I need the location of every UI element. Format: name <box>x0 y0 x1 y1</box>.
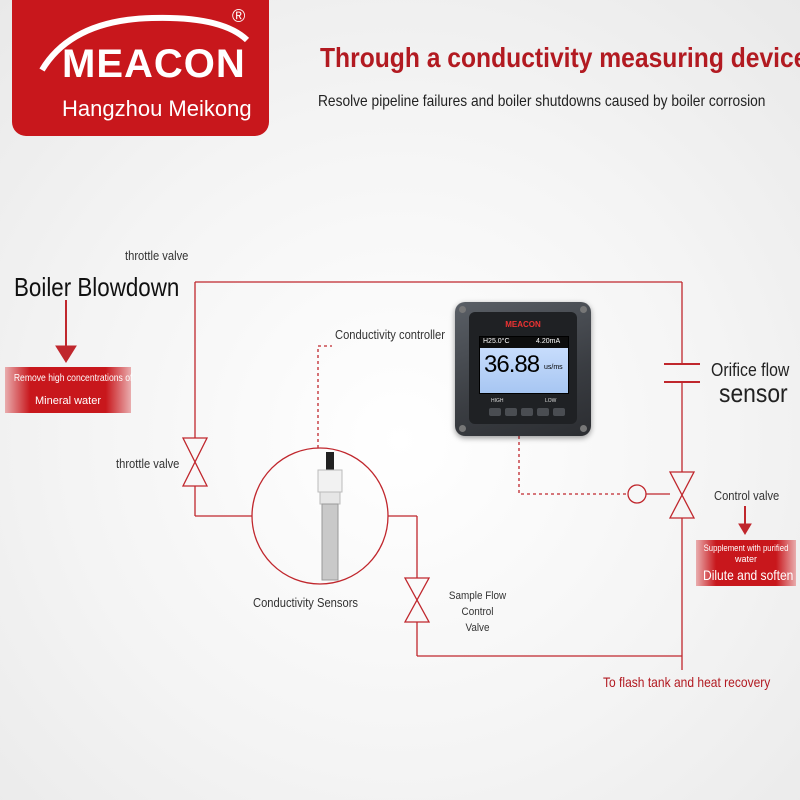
orifice-flow-label-line2: sensor <box>719 378 788 408</box>
controller-screen-header: H25.0°C 4.20mA <box>480 337 568 348</box>
supplement-note-box: Supplement with purified water Dilute an… <box>696 540 796 586</box>
page-headline: Through a conductivity measuring device <box>320 42 800 73</box>
page-subheadline: Resolve pipeline failures and boiler shu… <box>318 93 766 110</box>
brand-logo-block: MEACON ® Hangzhou Meikong <box>12 0 269 136</box>
controller-esc-button[interactable] <box>489 408 501 416</box>
controller-reading-value: 36.88 <box>484 351 540 378</box>
conductivity-controller-device: MEACON H25.0°C 4.20mA 36.88 us/ms HIGH L… <box>455 302 591 436</box>
blowdown-note-box: Remove high concentrations of Mineral wa… <box>5 367 133 413</box>
conductivity-controller-label: Conductivity controller <box>335 327 445 342</box>
conductivity-sensors-label: Conductivity Sensors <box>253 595 359 610</box>
supplement-note-line2: water <box>734 554 757 564</box>
sensor-signal-line <box>317 345 332 448</box>
control-signal-line <box>518 436 628 495</box>
controller-temperature: H25.0°C <box>483 338 510 345</box>
sample-flow-label-line2: Valve <box>465 622 490 634</box>
supplement-arrow-icon <box>738 523 752 535</box>
sensor-magnifier-circle <box>251 447 389 585</box>
blowdown-note-line2: Mineral water <box>34 395 102 407</box>
brand-name: MEACON <box>62 42 246 86</box>
boiler-blowdown-title: Boiler Blowdown <box>14 272 180 302</box>
controller-high-label: HIGH <box>491 398 504 404</box>
controller-enter-button[interactable] <box>553 408 565 416</box>
controller-reading-unit: us/ms <box>544 364 563 371</box>
controller-bezel: MEACON H25.0°C 4.20mA 36.88 us/ms HIGH L… <box>469 312 577 424</box>
controller-down-button[interactable] <box>537 408 549 416</box>
blowdown-note-line1: Remove high concentrations of <box>13 373 133 384</box>
blowdown-arrow-icon <box>55 345 77 363</box>
control-valve-icon <box>668 471 696 519</box>
conductivity-probe-icon <box>317 452 343 581</box>
screw-icon <box>459 425 466 432</box>
brand-subtitle: Hangzhou Meikong <box>62 96 252 121</box>
controller-screen: H25.0°C 4.20mA 36.88 us/ms <box>479 336 569 394</box>
throttle-valve-icon <box>181 437 209 487</box>
valve-actuator-icon <box>627 484 647 504</box>
throttle-valve-top-label: throttle valve <box>125 248 189 263</box>
screw-icon <box>580 306 587 313</box>
brand-swoosh-icon <box>39 14 250 72</box>
sample-flow-valve-icon <box>403 577 431 623</box>
sample-flow-label-line1: Sample Flow Control <box>448 590 507 618</box>
sample-flow-control-valve-label: Sample Flow Control Valve <box>437 588 518 636</box>
controller-up-button[interactable] <box>521 408 533 416</box>
supplement-note-line3: Dilute and soften <box>703 567 794 583</box>
throttle-valve-left-label: throttle valve <box>116 456 180 471</box>
screw-icon <box>580 425 587 432</box>
control-valve-label: Control valve <box>714 488 780 503</box>
controller-current: 4.20mA <box>536 338 561 345</box>
supplement-note-line1: Supplement with purified <box>703 543 789 553</box>
flash-tank-label: To flash tank and heat recovery <box>603 674 771 690</box>
controller-left-button[interactable] <box>505 408 517 416</box>
screw-icon <box>459 306 466 313</box>
controller-logo: MEACON <box>505 320 541 329</box>
controller-low-label: LOW <box>545 398 557 404</box>
orifice-flow-label-line1: Orifice flow <box>711 360 790 380</box>
registered-mark: ® <box>232 6 246 26</box>
